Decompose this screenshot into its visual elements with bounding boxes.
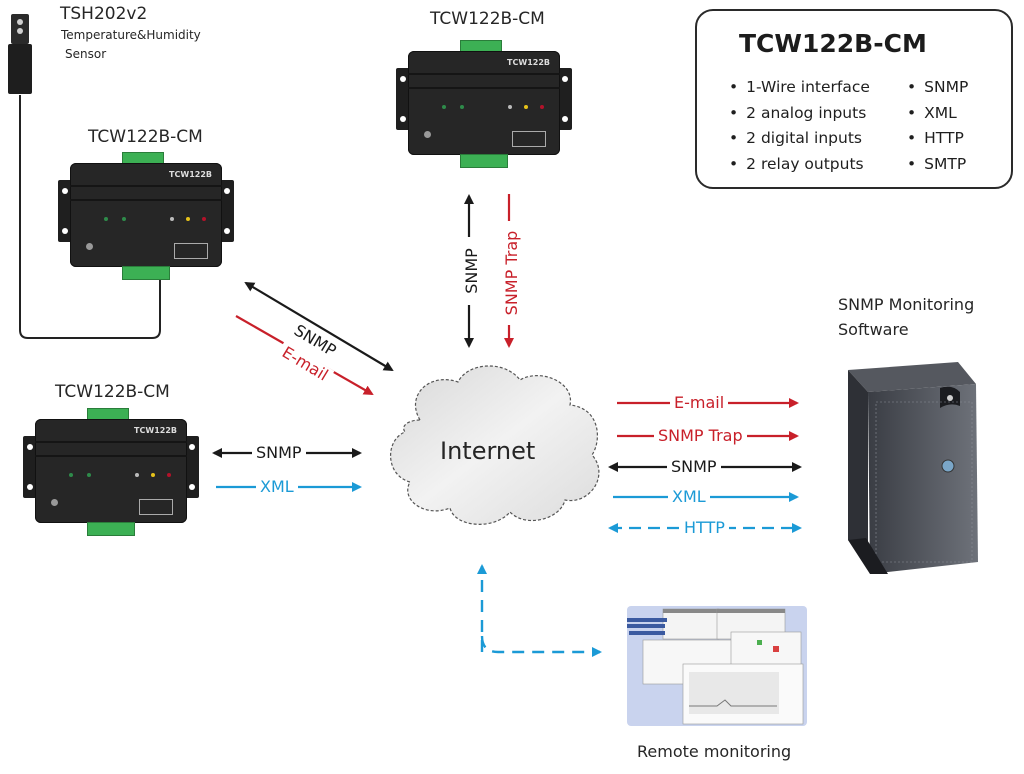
device-body: TCW122B [35,419,187,523]
http-label-right: HTTP [680,519,729,537]
device-top-left-title: TCW122B-CM [88,127,203,147]
remote-monitoring-label: Remote monitoring [637,742,792,761]
spec-protocol: XML [907,101,968,127]
snmp-trap-label-right: SNMP Trap [654,427,747,445]
led-log [524,105,528,109]
spec-protocol: SMTP [907,152,968,178]
spec-protocols-list: SNMP XML HTTP SMTP [907,75,968,177]
led-net [170,217,174,221]
snmp-label-right: SNMP [667,458,721,476]
spec-feature: 2 analog inputs [729,101,870,127]
snmp-trap-label-top-center: SNMP Trap [502,221,521,325]
spec-feature: 2 digital inputs [729,126,870,152]
device-badge: TCW122B [507,58,550,67]
device-body: TCW122B [70,163,222,267]
led-relay2 [460,105,464,109]
terminal-block-bottom [87,522,135,536]
sensor-description-line2: Sensor [65,47,107,61]
spec-feature: 2 relay outputs [729,152,870,178]
mounting-ear-left [23,436,37,498]
power-jack [424,131,431,138]
temperature-humidity-sensor [8,14,32,96]
sensor-name: TSH202v2 [60,4,148,24]
monitoring-server [848,362,978,574]
terminal-block-bottom [122,266,170,280]
sensor-wire [19,95,161,339]
spec-protocol: HTTP [907,126,968,152]
email-label-right: E-mail [670,394,729,412]
led-log [186,217,190,221]
led-net [508,105,512,109]
device-top-center-title: TCW122B-CM [430,9,545,29]
led-net [135,473,139,477]
ethernet-port [512,131,546,147]
server-label-line1: SNMP Monitoring [838,295,975,314]
spec-box: TCW122B-CM 1-Wire interface 2 analog inp… [695,9,1013,189]
remote-monitoring-screenshot [627,606,807,726]
terminal-block-bottom [460,154,508,168]
xml-label-right: XML [668,488,710,506]
led-sys [202,217,206,221]
led-sys [167,473,171,477]
device-badge: TCW122B [134,426,177,435]
led-relay2 [87,473,91,477]
device-badge: TCW122B [169,170,212,179]
led-relay1 [104,217,108,221]
spec-features-list: 1-Wire interface 2 analog inputs 2 digit… [729,75,870,177]
device-body: TCW122B [408,51,560,155]
power-jack [86,243,93,250]
spec-protocol: SNMP [907,75,968,101]
power-jack [51,499,58,506]
mounting-ear-right [185,436,199,498]
spec-box-title: TCW122B-CM [739,29,927,58]
led-relay1 [442,105,446,109]
internet-cloud [390,365,600,525]
led-sys [540,105,544,109]
internet-label: Internet [440,437,536,465]
led-log [151,473,155,477]
xml-label-bottom-left: XML [256,478,298,496]
snmp-label-bottom-left: SNMP [252,444,306,462]
sensor-description-line1: Temperature&Humidity [61,28,201,42]
led-relay1 [69,473,73,477]
mounting-ear-left [396,68,410,130]
ethernet-port [174,243,208,259]
led-relay2 [122,217,126,221]
device-bottom-left-title: TCW122B-CM [55,382,170,402]
snmp-label-top-center: SNMP [462,237,481,305]
snmp-arrow-top-left [244,281,394,372]
mounting-ear-right [220,180,234,242]
server-label-line2: Software [838,320,909,339]
ethernet-port [139,499,173,515]
mounting-ear-left [58,180,72,242]
mounting-ear-right [558,68,572,130]
spec-feature: 1-Wire interface [729,75,870,101]
